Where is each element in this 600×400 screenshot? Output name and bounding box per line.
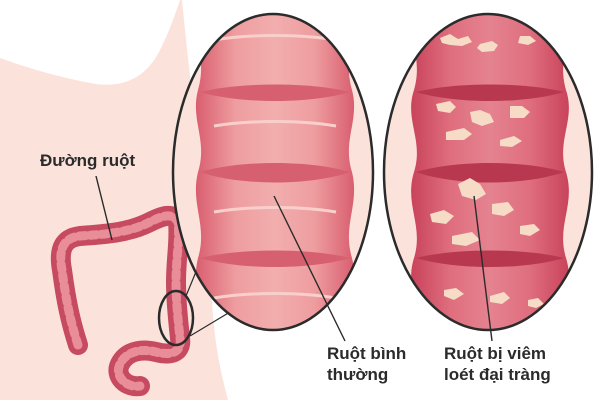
colon-path-text: Đường ruột bbox=[40, 151, 136, 170]
ulcerative-colon-label-line2: loét đại tràng bbox=[444, 365, 551, 384]
normal-colon-label-line1: Ruột bình bbox=[327, 344, 407, 363]
ulcerative-colon-label-line1: Ruột bị viêm bbox=[444, 344, 547, 363]
normal-colon-label-line2: thường bbox=[327, 365, 389, 384]
normal-colon-magnified bbox=[171, 12, 375, 332]
colon-illustration bbox=[50, 206, 191, 397]
ulcerative-colon-label: Ruột bị viêm loét đại tràng bbox=[444, 343, 551, 385]
highlight-circle bbox=[157, 289, 195, 347]
pointer-normal-colon bbox=[273, 195, 346, 342]
pointer-ulcerative-colon bbox=[473, 195, 493, 342]
pointer-colon-path bbox=[95, 175, 113, 241]
ulcer-patches bbox=[430, 34, 544, 308]
normal-colon-label: Ruột bình thường bbox=[327, 343, 406, 385]
ulcerative-colon-magnified bbox=[382, 12, 594, 332]
colon-path-label: Đường ruột bbox=[40, 150, 135, 171]
